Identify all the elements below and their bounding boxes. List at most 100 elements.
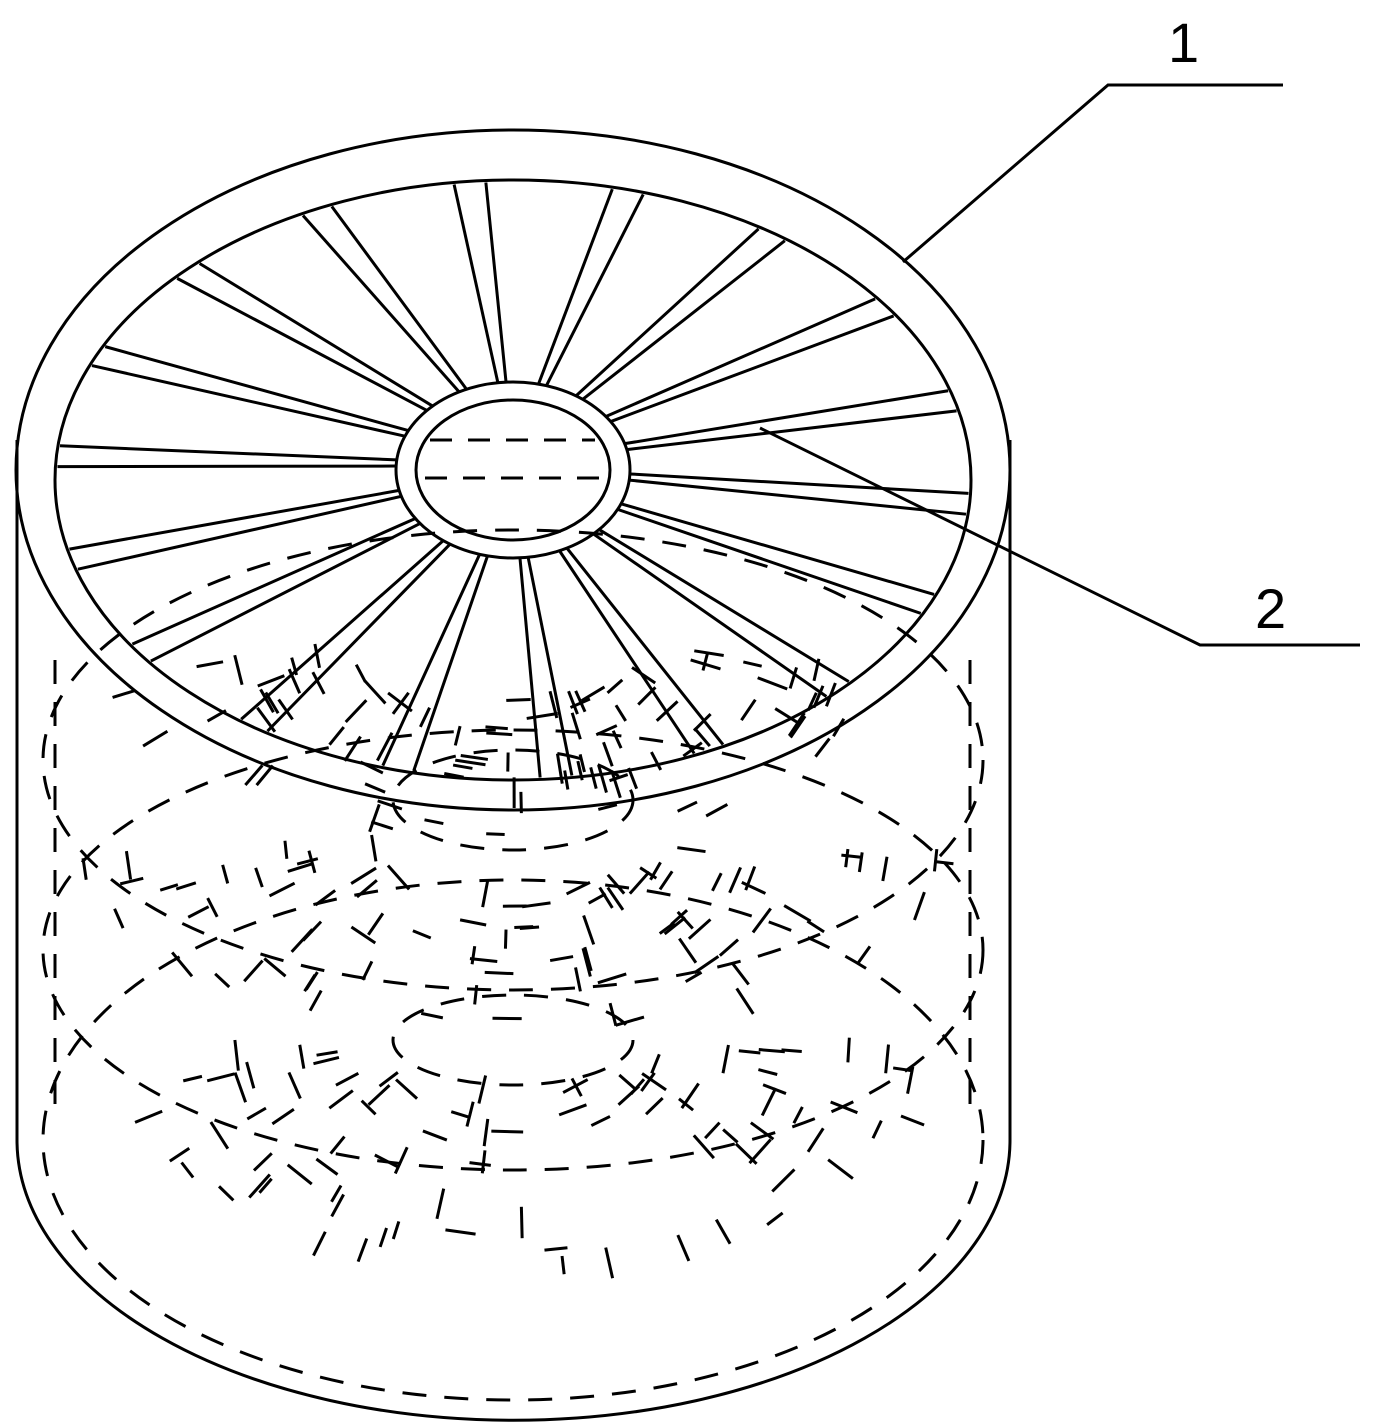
hatch-stroke-207 [491, 1129, 524, 1134]
hatch-stroke-184 [644, 1096, 664, 1116]
hatch-stroke-270 [206, 1072, 235, 1083]
spoke-9-edge-2 [69, 488, 400, 551]
hatch-stroke-243 [680, 1082, 700, 1109]
hatch-stroke-129 [367, 912, 385, 936]
hatch-stroke-128 [124, 850, 133, 880]
hatch-stroke-242 [315, 1157, 339, 1176]
hatch-stroke-156 [711, 872, 723, 892]
hatch-stroke-73 [609, 773, 629, 783]
top-rim-outer [14, 128, 1012, 812]
hatch-stroke-104 [470, 945, 477, 965]
hatch-stroke-213 [906, 1066, 915, 1094]
hatch-stroke-149 [628, 870, 651, 895]
hatch-stroke-268 [312, 1231, 327, 1257]
hatch-stroke-193 [233, 1072, 247, 1103]
hatch-stroke-158 [307, 850, 317, 874]
hatch-stroke-248 [313, 1055, 340, 1066]
hatch-stroke-247 [335, 1071, 360, 1087]
spoke-16-edge-1 [574, 227, 760, 397]
hatch-stroke-81 [359, 760, 384, 775]
spoke-18-edge-1 [624, 389, 949, 446]
hatch-stroke-140 [783, 904, 812, 923]
hatch-stroke-37 [364, 782, 386, 794]
hatch-stroke-36 [328, 726, 345, 746]
spoke-11-edge-1 [91, 364, 406, 438]
leader-line-2 [759, 426, 1360, 647]
spoke-16-edge-2 [581, 239, 786, 401]
spoke-14-edge-2 [484, 182, 508, 383]
hatch-stroke-53 [419, 707, 431, 728]
hatch-stroke-172 [751, 907, 772, 934]
hatch-stroke-8 [460, 754, 489, 761]
hatch-stroke-47 [610, 770, 622, 799]
hatch-stroke-4 [825, 682, 837, 707]
hatch-stroke-60 [692, 713, 712, 732]
hatch-stroke-209 [477, 1075, 488, 1104]
hatch-stroke-205 [271, 1108, 295, 1126]
hatch-stroke-250 [748, 1138, 772, 1165]
hatch-stroke-176 [583, 946, 593, 972]
hatch-stroke-57 [693, 727, 711, 748]
hatch-stroke-109 [356, 879, 378, 899]
hatch-stroke-139 [119, 876, 144, 886]
hatch-stroke-130 [678, 937, 698, 964]
hatch-stroke-49 [567, 690, 579, 715]
hatch-stroke-164 [303, 973, 317, 992]
hatch-stroke-29 [701, 651, 710, 671]
hatch-stroke-145 [268, 881, 296, 898]
hatch-stroke-141 [514, 925, 534, 930]
hatch-stroke-134 [670, 909, 689, 926]
hatch-stroke-122 [857, 852, 864, 873]
spoke-8-edge-2 [131, 517, 416, 646]
hatch-stroke-96 [308, 989, 323, 1012]
mesh-hatching [81, 643, 954, 1279]
spoke-12-edge-2 [198, 262, 434, 408]
hidden-ring-3 [41, 878, 985, 1402]
top-rim [14, 128, 1012, 812]
spoke-2-edge-1 [620, 502, 935, 596]
hatch-stroke-161 [741, 880, 767, 895]
hatch-stroke-150 [350, 866, 377, 885]
hatch-stroke-11 [611, 730, 623, 749]
hatch-stroke-151 [469, 957, 498, 963]
hatch-stroke-71 [443, 772, 464, 779]
hatch-stroke-91 [606, 873, 626, 895]
center-hub [394, 380, 632, 560]
hatch-stroke-97 [687, 918, 712, 940]
hatch-stroke-89 [774, 707, 800, 725]
hatch-stroke-64 [112, 689, 136, 699]
hidden-hub-1 [391, 748, 635, 852]
hatch-stroke-168 [420, 1011, 444, 1020]
spoke-1-edge-1 [629, 472, 969, 495]
hatch-stroke-202 [704, 1121, 721, 1140]
hatch-stroke-182 [721, 1044, 730, 1074]
hatch-stroke-215 [246, 1106, 267, 1121]
spoke-5-edge-2 [518, 557, 542, 778]
hatch-stroke-236 [830, 1100, 858, 1115]
hatch-stroke-231 [900, 1114, 925, 1127]
hatch-stroke-230 [328, 1089, 354, 1110]
hatch-stroke-166 [175, 881, 197, 891]
hatch-stroke-87 [580, 685, 606, 702]
hatch-stroke-142 [361, 960, 374, 981]
hatch-stroke-28 [206, 709, 227, 723]
hatch-stroke-132 [386, 864, 411, 891]
spoke-2-edge-2 [617, 507, 922, 615]
hatch-stroke-196 [182, 1074, 203, 1083]
hatch-stroke-45 [196, 660, 224, 669]
hatch-stroke-189 [330, 1184, 343, 1203]
hatch-stroke-187 [329, 1135, 346, 1155]
hatch-stroke-245 [766, 1211, 784, 1226]
hatch-stroke-159 [206, 897, 219, 918]
hatch-stroke-107 [582, 914, 596, 945]
spoke-18-edge-2 [626, 409, 957, 452]
hatch-stroke-121 [735, 987, 755, 1015]
hatch-stroke-232 [560, 1255, 566, 1275]
hatch-stroke-88 [627, 767, 639, 790]
hatch-stroke-67 [595, 724, 618, 737]
spoke-13-edge-2 [330, 205, 468, 391]
hatch-stroke-152 [806, 919, 825, 934]
hatch-stroke-43 [233, 654, 244, 686]
spoke-5-edge-1 [526, 556, 574, 776]
hatch-stroke-98 [574, 967, 582, 992]
